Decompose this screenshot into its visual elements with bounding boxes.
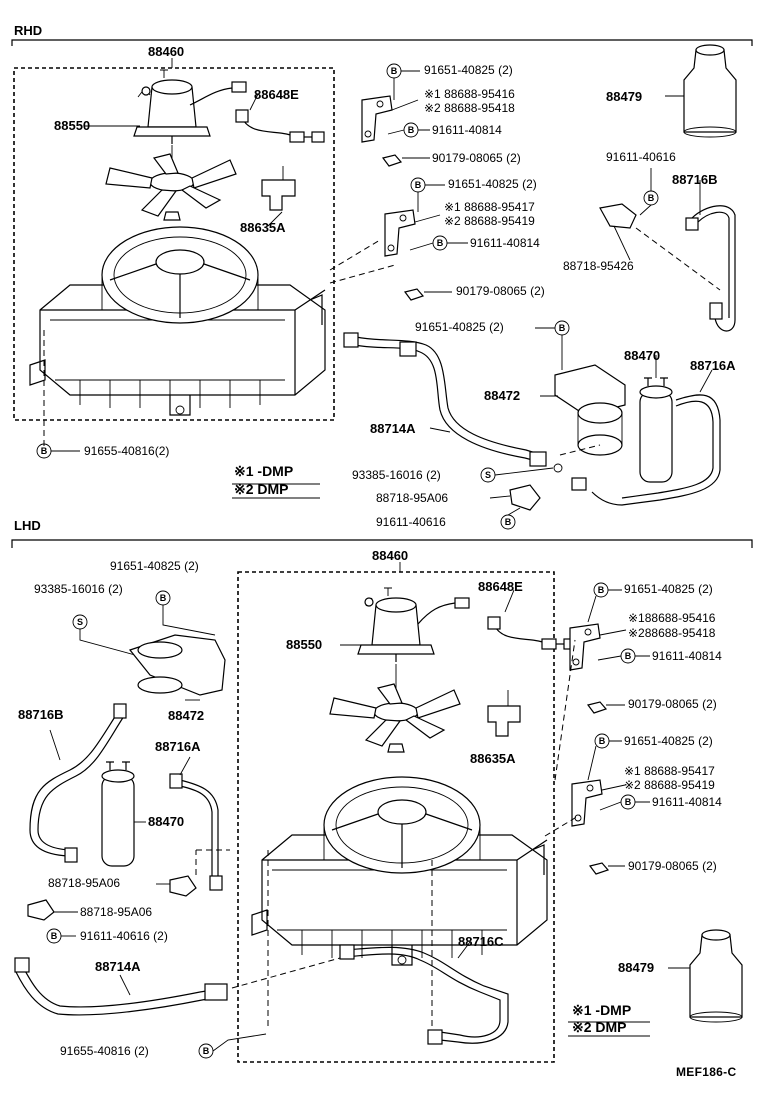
rhd-bolt-left-part: 91655-40816(2) — [84, 444, 170, 458]
rhd-bracket1-dmp: ※2 88688-95418 — [424, 101, 515, 115]
lhd-part-88479: 88479 — [618, 960, 655, 975]
rhd-part-88716A: 88716A — [690, 358, 736, 373]
rhd-part-88635A: 88635A — [240, 220, 286, 235]
lhd-bolt-bot-part: 91655-40816 (2) — [60, 1044, 149, 1058]
lhd-bolt-r4-symbol: B — [625, 797, 632, 807]
rhd-nut2-part: 90179-08065 (2) — [456, 284, 545, 298]
rhd-bolt-b1-symbol: B — [408, 125, 415, 135]
lhd-part-88716B: 88716B — [18, 707, 64, 722]
rhd-bolt-b2-part: 91611-40814 — [470, 236, 540, 250]
rhd-bolt-bot-symbol: B — [505, 517, 512, 527]
lhd-bracket1-dmp-less: ※188688-95416 — [628, 611, 716, 625]
rhd-bolt-bot-part: 91611-40616 — [376, 515, 446, 529]
rhd-part-88648E: 88648E — [254, 87, 299, 102]
rhd-bolt-r-symbol: B — [648, 193, 655, 203]
lhd-part-88460: 88460 — [372, 548, 409, 563]
lhd-part-88472: 88472 — [168, 708, 205, 723]
lhd-screw-part: 93385-16016 (2) — [34, 582, 123, 596]
rhd-note-1: ※1 -DMP — [234, 463, 294, 479]
lhd-bolt-l-symbol: B — [51, 931, 58, 941]
lhd-clamp-b-part: 88718-95A06 — [80, 905, 153, 919]
rhd-bolt-top-symbol: B — [391, 66, 398, 76]
rhd-bolt-472-part: 91651-40825 (2) — [415, 320, 504, 334]
lhd-bracket2-dmp-less: ※1 88688-95417 — [624, 764, 715, 778]
lhd-part-88635A: 88635A — [470, 751, 516, 766]
rhd-bracket2-dmp: ※2 88688-95419 — [444, 214, 535, 228]
lhd-bolt-l-part: 91611-40616 (2) — [80, 929, 168, 943]
lhd-part-88550: 88550 — [286, 637, 323, 652]
lhd-part-88716C: 88716C — [458, 934, 504, 949]
rhd-bolt-top-part: 91651-40825 (2) — [424, 63, 513, 77]
rhd-bolt-r-part: 91611-40616 — [606, 150, 676, 164]
rhd-bolt-b1-part: 91611-40814 — [432, 123, 502, 137]
diagram-code: MEF186-C — [676, 1065, 737, 1079]
rhd-clamp-part: 88718-95426 — [563, 259, 634, 273]
lhd-bracket2-dmp: ※2 88688-95419 — [624, 778, 715, 792]
lhd-part-88716A: 88716A — [155, 739, 201, 754]
rhd-clamp2-part: 88718-95A06 — [376, 491, 449, 505]
lhd-screw-symbol: S — [77, 617, 83, 627]
lhd-part-88470: 88470 — [148, 814, 185, 829]
lhd-bracket1-dmp: ※288688-95418 — [628, 626, 716, 640]
lhd-bolt-r1-symbol: B — [598, 585, 605, 595]
section-label-lhd: LHD — [14, 518, 41, 533]
section-label-rhd: RHD — [14, 23, 43, 38]
lhd-clamp-a-part: 88718-95A06 — [48, 876, 121, 890]
rhd-part-88470: 88470 — [624, 348, 661, 363]
lhd-nut2-part: 90179-08065 (2) — [628, 859, 717, 873]
lhd-bolt-bot-symbol: B — [203, 1046, 210, 1056]
lhd-bolt-top-symbol: B — [160, 593, 167, 603]
lhd-bolt-r2-symbol: B — [625, 651, 632, 661]
rhd-bracket1-dmp-less: ※1 88688-95416 — [424, 87, 515, 101]
rhd-part-88716B: 88716B — [672, 172, 718, 187]
lhd-bolt-r2-part: 91611-40814 — [652, 649, 722, 663]
lhd-part-88648E: 88648E — [478, 579, 523, 594]
rhd-bolt-left-symbol: B — [41, 446, 48, 456]
rhd-bracket2-dmp-less: ※1 88688-95417 — [444, 200, 535, 214]
lhd-bolt-r1-part: 91651-40825 (2) — [624, 582, 713, 596]
lhd-part-88714A: 88714A — [95, 959, 141, 974]
lhd-note-1: ※1 -DMP — [572, 1002, 632, 1018]
lhd-nut1-part: 90179-08065 (2) — [628, 697, 717, 711]
rhd-bolt-b2-symbol: B — [437, 238, 444, 248]
rhd-bolt-mid-symbol: B — [415, 180, 422, 190]
rhd-screw-part: 93385-16016 (2) — [352, 468, 441, 482]
rhd-note-2: ※2 DMP — [234, 481, 289, 497]
rhd-part-88460: 88460 — [148, 44, 185, 59]
lhd-bolt-r3-part: 91651-40825 (2) — [624, 734, 713, 748]
rhd-bolt-472-symbol: B — [559, 323, 566, 333]
lhd-bolt-r3-symbol: B — [599, 736, 606, 746]
lhd-bolt-top-part: 91651-40825 (2) — [110, 559, 199, 573]
lhd-note-2: ※2 DMP — [572, 1019, 627, 1035]
rhd-screw-symbol: S — [485, 470, 491, 480]
rhd-part-88550: 88550 — [54, 118, 91, 133]
rhd-part-88714A: 88714A — [370, 421, 416, 436]
rhd-nut1-part: 90179-08065 (2) — [432, 151, 521, 165]
rhd-part-88479: 88479 — [606, 89, 643, 104]
rhd-bolt-mid-part: 91651-40825 (2) — [448, 177, 537, 191]
rhd-part-88472: 88472 — [484, 388, 521, 403]
lhd-bolt-r4-part: 91611-40814 — [652, 795, 722, 809]
